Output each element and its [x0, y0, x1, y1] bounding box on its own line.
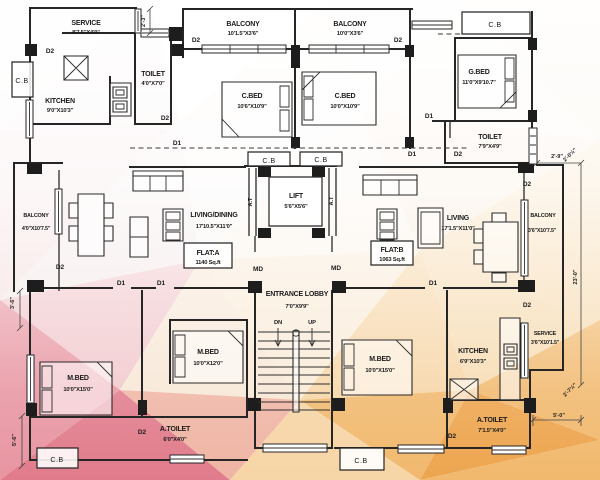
furniture-details	[41, 55, 517, 413]
room-dims-mbed-a1: 10'0"X15'0"	[63, 387, 93, 393]
windows	[25, 8, 538, 464]
room-dims-toilet-b: 7'9"X4'9"	[478, 144, 502, 150]
room-dims-mbed-b: 10'0"X15'0"	[365, 368, 395, 374]
shaft-label-at: A.T	[329, 196, 335, 206]
lift-label: LIFT	[289, 193, 304, 200]
door-label-d1: D1	[425, 113, 434, 120]
door-label-d2: D2	[138, 429, 147, 436]
floor-plan-drawing	[11, 5, 585, 471]
room-dims-kitchen-b: 6'9"X10'3"	[460, 359, 487, 365]
cupboard-label: C.B	[354, 456, 367, 465]
room-dims-balcony-side-a: 4'0"X10'7.5"	[22, 226, 51, 232]
room-dims-cbed-b: 10'0"X10'9"	[330, 104, 360, 110]
room-label-balcony-side-a: BALCONY	[23, 213, 49, 219]
room-dims-cbed-a: 10'6"X10'9"	[237, 104, 267, 110]
room-dims-living-b: 17'1.5"X11'0"	[441, 226, 475, 232]
cupboard-label: C.B	[488, 20, 501, 29]
door-label-d2: D2	[192, 37, 201, 44]
flat-a-area: 1140 Sq.ft	[195, 260, 220, 266]
stair-newel	[292, 329, 300, 337]
dim-left-toilet: 5'-6"	[12, 434, 18, 446]
room-label-living-a: LIVING/DINING	[190, 212, 238, 219]
stairs-dn-label: DN	[274, 320, 282, 326]
dim-bottom-right: 5'-0"	[553, 413, 565, 419]
dimension-ticks	[16, 5, 585, 470]
stair-rail	[292, 330, 300, 413]
room-dims-balcony-top-b: 10'0"X3'6"	[337, 31, 364, 37]
section-label-d1: D1	[173, 140, 182, 147]
room-label-atoilet-a: A.TOILET	[160, 426, 191, 433]
cupboard-label: C.B	[262, 156, 275, 165]
room-dims-balcony-side-b: 3'6"X10'7.5"	[528, 228, 557, 234]
room-label-atoilet-b: A.TOILET	[477, 417, 508, 424]
room-dims-service-b: 3'6"X10'1.5"	[531, 340, 560, 346]
door-label-d2: D2	[46, 48, 55, 55]
plan-labels: SERVICE 8'7.5"X4'0" KITCHEN 9'0"X10'3" T…	[10, 15, 579, 465]
room-dims-gbed: 11'0"X9'10.7"	[462, 80, 496, 86]
room-dims-atoilet-a: 6'0"X4'0"	[163, 437, 187, 443]
room-label-cbed-b: C.BED	[335, 93, 356, 100]
room-label-toilet-a: TOILET	[141, 71, 165, 78]
door-label-md: MD	[331, 265, 341, 272]
door-label-d2: D2	[523, 181, 532, 188]
room-dims-service-a: 8'7.5"X4'0"	[72, 30, 100, 36]
door-label-d1: D1	[429, 280, 438, 287]
stairs-up-label: UP	[308, 320, 316, 326]
room-label-toilet-b: TOILET	[478, 134, 502, 141]
cupboard-label: C.B	[50, 455, 63, 464]
room-dims-mbed-a2: 10'0"X12'0"	[193, 361, 223, 367]
stair-arrows	[274, 328, 316, 348]
door-label-d2: D2	[161, 115, 170, 122]
door-label-d2: D2	[448, 433, 457, 440]
room-label-balcony-side-b: BALCONY	[530, 213, 556, 219]
flat-b-id: FLAT:B	[381, 247, 404, 254]
door-label-d2: D2	[454, 151, 463, 158]
room-label-gbed: G.BED	[468, 69, 489, 76]
shaft-label-at: A.T	[248, 197, 254, 207]
room-label-mbed-a2: M.BED	[197, 349, 219, 356]
room-label-mbed-b: M.BED	[369, 356, 391, 363]
room-dims-atoilet-b: 7'1.5"X4'0"	[478, 428, 506, 434]
flat-a-id: FLAT:A	[197, 250, 220, 257]
lift-dims: 5'6"X5'6"	[284, 204, 308, 210]
door-label-d1: D1	[157, 280, 166, 287]
room-label-kitchen-b: KITCHEN	[458, 348, 488, 355]
window-glazing-lines	[29, 11, 536, 460]
dim-left-balcony: 3'-6"	[10, 297, 16, 309]
cupboard-label: C.B	[15, 76, 28, 85]
door-label-d2: D2	[56, 264, 65, 271]
door-label-d2: D2	[394, 37, 403, 44]
entrance-lobby-dims: 7'0"X9'9"	[285, 304, 309, 310]
staircase	[258, 328, 330, 413]
door-label-md: MD	[253, 266, 263, 273]
dim-top-window: 2'-3"	[141, 15, 147, 27]
flat-b-area: 1063 Sq.ft	[379, 257, 405, 263]
dim-right-offset: 2'-9"	[551, 154, 563, 160]
door-label-d2: D2	[523, 302, 532, 309]
dim-right-height: 23'-0"	[573, 269, 579, 284]
room-label-balcony-top-a: BALCONY	[226, 21, 260, 28]
room-dims-kitchen-a: 9'0"X10'3"	[47, 108, 74, 114]
entrance-lobby-label: ENTRANCE LOBBY	[266, 291, 329, 298]
door-label-d1: D1	[117, 280, 126, 287]
room-label-service-a: SERVICE	[71, 20, 101, 27]
room-label-kitchen-a: KITCHEN	[45, 98, 75, 105]
room-dims-living-a: 17'10.5"X11'0"	[196, 224, 233, 230]
cupboard-and-flat-boxes	[11, 11, 531, 471]
cupboard-label: C.B	[314, 155, 327, 164]
room-label-mbed-a1: M.BED	[67, 375, 89, 382]
room-label-balcony-top-b: BALCONY	[333, 21, 367, 28]
room-label-cbed-a: C.BED	[242, 93, 263, 100]
room-dims-balcony-top-a: 10'1.5"X3'6"	[228, 31, 259, 37]
room-label-service-b: SERVICE	[534, 331, 557, 337]
door-label-d1: D1	[408, 151, 417, 158]
room-label-living-b: LIVING	[447, 215, 470, 222]
room-dims-toilet-a: 4'0"X7'0"	[141, 81, 165, 87]
